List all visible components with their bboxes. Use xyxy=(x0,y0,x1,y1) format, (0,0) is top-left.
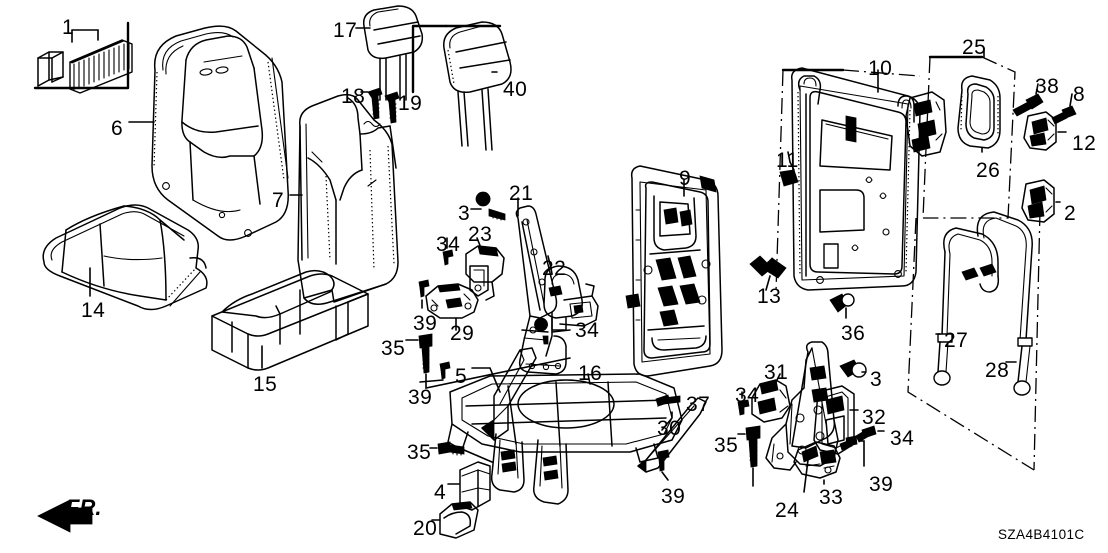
part-38-bolt xyxy=(1012,83,1044,117)
callout-3-lower: 3 xyxy=(870,368,883,391)
part-35-stud-a xyxy=(405,333,571,389)
callout-35-c: 35 xyxy=(714,434,739,457)
callout-34-d: 34 xyxy=(890,427,915,450)
callout-16: 16 xyxy=(578,362,603,385)
part-16-seat-frame xyxy=(447,373,683,505)
callout-39-b: 39 xyxy=(408,386,433,409)
part-7-seat-back-pad xyxy=(289,93,399,305)
callout-37: 37 xyxy=(686,393,711,416)
callout-22: 22 xyxy=(542,257,567,280)
callout-39-c: 39 xyxy=(661,485,686,508)
callout-12: 12 xyxy=(1072,132,1097,155)
callout-14: 14 xyxy=(81,299,106,322)
part-34-bolt-c xyxy=(737,391,750,416)
part-34-bolt-d xyxy=(855,425,885,443)
callout-33: 33 xyxy=(819,486,844,509)
part-19-bolt xyxy=(384,91,400,124)
callout-30: 30 xyxy=(657,417,682,440)
part-24-recliner xyxy=(765,341,839,493)
part-14-seat-cushion xyxy=(42,204,208,311)
part-30-link-arm xyxy=(637,397,707,473)
callout-39-a: 39 xyxy=(413,312,438,335)
part-37-bolt xyxy=(655,394,681,407)
callout-26: 26 xyxy=(976,159,1001,182)
part-33-bracket xyxy=(793,441,841,485)
callout-1: 1 xyxy=(62,16,75,39)
part-13-bolt xyxy=(749,255,787,291)
callout-3-upper: 3 xyxy=(458,202,471,225)
part-12-clip xyxy=(1023,111,1067,151)
callout-20: 20 xyxy=(413,517,438,540)
part-10-seat-back-panel xyxy=(775,67,921,293)
callout-40: 40 xyxy=(503,78,528,101)
callout-32: 32 xyxy=(862,406,887,429)
part-34-bolt-a xyxy=(442,237,454,266)
callout-9: 9 xyxy=(679,167,692,190)
callout-31: 31 xyxy=(764,361,789,384)
part-26-trim-ring xyxy=(957,75,1001,153)
part-27-28-cables xyxy=(907,209,1041,471)
part-8-bolt xyxy=(1051,93,1077,125)
part-31-bracket xyxy=(751,373,791,423)
part-25-latch xyxy=(905,91,947,157)
callout-35-b: 35 xyxy=(407,441,432,464)
callout-13: 13 xyxy=(757,285,782,308)
part-35-stud-c xyxy=(737,425,761,487)
part-3-bolt-lower xyxy=(839,359,867,378)
callout-23: 23 xyxy=(468,223,493,246)
part-1-clip-pack xyxy=(33,21,133,94)
part-20-cap xyxy=(431,501,479,539)
callout-35-a: 35 xyxy=(381,337,406,360)
callout-18: 18 xyxy=(341,85,366,108)
callout-38: 38 xyxy=(1035,75,1060,98)
part-39-bolt-d xyxy=(839,435,865,467)
part-9-seat-back-frame xyxy=(625,165,723,377)
part-34-bolt-b xyxy=(534,317,571,345)
callout-34-c: 34 xyxy=(735,384,760,407)
callout-2: 2 xyxy=(1064,202,1077,225)
callout-29: 29 xyxy=(450,322,475,345)
callout-25: 25 xyxy=(962,36,987,59)
callout-27: 27 xyxy=(944,329,969,352)
orientation-arrow-icon xyxy=(37,499,93,533)
callout-24: 24 xyxy=(775,499,800,522)
part-39-bolt-b xyxy=(419,361,451,383)
callout-39-d: 39 xyxy=(869,473,894,496)
callout-28: 28 xyxy=(985,359,1010,382)
part-36-bolt xyxy=(829,293,855,319)
part-15-cushion-pad xyxy=(211,269,369,371)
part-35-stud-b xyxy=(429,441,493,463)
callout-36: 36 xyxy=(841,322,866,345)
orientation-label: FR. xyxy=(66,495,102,520)
part-23-bracket xyxy=(465,237,505,301)
callout-21: 21 xyxy=(509,182,534,205)
callout-19: 19 xyxy=(398,92,423,115)
callout-17: 17 xyxy=(333,19,358,42)
callout-10: 10 xyxy=(868,57,893,80)
part-5-slide-bar xyxy=(471,347,537,441)
part-3-bolt-upper xyxy=(470,191,506,221)
part-25-group xyxy=(922,47,1016,219)
callout-15: 15 xyxy=(253,373,278,396)
part-40-headrest xyxy=(411,21,512,151)
callout-7: 7 xyxy=(272,189,285,212)
part-2-clip xyxy=(1021,179,1061,223)
callout-11: 11 xyxy=(776,149,799,172)
part-code-label: SZA4B4101C xyxy=(998,527,1085,542)
part-39-bolt-a xyxy=(418,279,430,309)
part-39-bolt-c xyxy=(657,449,670,481)
part-18-bolt xyxy=(360,87,383,120)
callout-4: 4 xyxy=(434,481,447,504)
callout-34-b: 34 xyxy=(575,319,600,342)
part-22-recliner-gear xyxy=(543,255,599,331)
part-6-seat-back-cover xyxy=(128,25,289,241)
callout-34-a: 34 xyxy=(436,233,461,256)
callout-6: 6 xyxy=(111,117,124,140)
part-11-clip xyxy=(779,151,799,187)
callout-8: 8 xyxy=(1073,83,1086,106)
part-29-bracket xyxy=(425,283,479,331)
callout-5: 5 xyxy=(455,365,468,388)
